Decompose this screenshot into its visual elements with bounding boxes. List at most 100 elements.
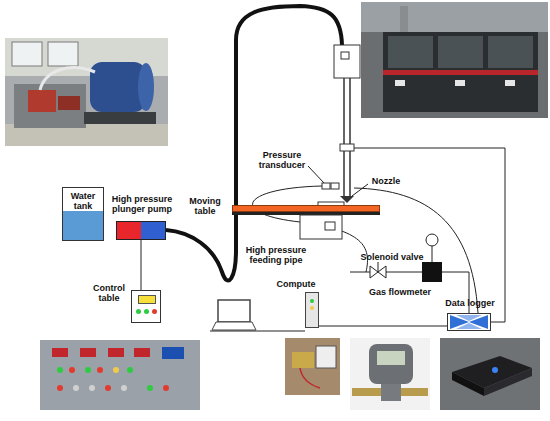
data-logger: Data logger	[447, 313, 491, 331]
column-head	[334, 45, 360, 78]
column-rod	[343, 78, 345, 196]
meter-body	[381, 383, 401, 401]
photo-background	[361, 2, 548, 118]
enclosure	[383, 32, 538, 112]
logger-photo	[440, 338, 540, 410]
photo-ceiling	[361, 2, 548, 32]
glass-panel	[488, 36, 533, 68]
display	[134, 348, 150, 357]
table-motor	[325, 222, 335, 230]
moving-table-base	[232, 202, 380, 239]
table-drive	[300, 215, 342, 239]
motor-end	[138, 63, 154, 111]
moving-table: Moving table	[232, 205, 380, 212]
logger-box	[484, 368, 532, 396]
node-label: Gas flowmeter	[355, 287, 445, 297]
pump-body	[58, 96, 80, 110]
column-rod	[349, 78, 351, 196]
logger-light	[492, 367, 498, 373]
sticker	[505, 80, 515, 86]
photo-window	[48, 42, 78, 66]
button	[73, 385, 79, 391]
laptop	[210, 300, 305, 331]
pump-body	[28, 90, 56, 112]
photo-background	[440, 338, 540, 410]
connector-line	[141, 240, 142, 290]
photo-background	[285, 338, 340, 395]
valve-body	[292, 352, 314, 368]
relay-box	[316, 346, 336, 368]
photo-background	[350, 338, 430, 410]
computer-tower: Compute	[305, 292, 319, 328]
photo-background	[40, 340, 200, 410]
lamp	[57, 367, 63, 373]
photo-window	[12, 42, 42, 66]
pressure-gauge	[426, 234, 438, 246]
display	[80, 348, 96, 357]
leader-line	[352, 184, 368, 196]
sensor-label: Pressure transducer	[252, 150, 312, 170]
enclosure-photo	[361, 2, 548, 118]
transducer-block	[340, 144, 354, 151]
meter-head	[369, 344, 413, 384]
leader-line	[308, 166, 324, 183]
signal-wire	[354, 148, 505, 322]
node-label: Compute	[266, 279, 326, 289]
display	[162, 347, 184, 359]
button	[121, 385, 127, 391]
laptop-screen	[218, 300, 250, 322]
feeding-pipe	[166, 6, 342, 281]
lamp	[69, 367, 75, 373]
transducer-block	[331, 183, 339, 189]
lamp	[97, 367, 103, 373]
panel-button	[136, 309, 141, 314]
power-light	[310, 299, 314, 303]
flowmeter-photo	[350, 338, 430, 410]
hose	[40, 68, 95, 90]
sticker	[455, 80, 465, 86]
glass-panel	[438, 36, 483, 68]
water-tank: Water tank	[62, 187, 104, 241]
laptop-base	[212, 322, 256, 330]
panel-button	[152, 309, 157, 314]
node-label: Moving table	[183, 196, 227, 216]
button	[57, 385, 63, 391]
power-light	[310, 306, 314, 310]
solenoid-photo	[285, 338, 340, 395]
gas-line	[350, 272, 370, 273]
gas-line	[386, 272, 422, 273]
logger-wing	[456, 323, 482, 329]
nozzle-label: Nozzle	[366, 176, 406, 186]
photo-background	[5, 38, 168, 146]
node-label: High pressure plunger pump	[107, 194, 177, 214]
control-table: Control table	[131, 290, 161, 323]
wire	[300, 368, 320, 388]
lamp	[85, 367, 91, 373]
control-panel-photo	[40, 340, 200, 410]
panel-button	[144, 309, 149, 314]
pump-frame	[14, 84, 86, 128]
red-band	[383, 70, 538, 75]
button	[163, 385, 169, 391]
motor-base	[84, 112, 156, 124]
button	[105, 385, 111, 391]
cable	[210, 331, 305, 332]
valve-label: Solenoid valve	[356, 252, 428, 262]
node-label: Control table	[88, 283, 130, 303]
transducer-block	[322, 183, 330, 189]
gas-flowmeter: Gas flowmeter	[422, 262, 442, 282]
button	[147, 385, 153, 391]
motor	[90, 62, 146, 112]
node-label: Data logger	[425, 298, 515, 308]
connector-line	[319, 326, 447, 327]
button	[89, 385, 95, 391]
nozzle-column	[322, 45, 360, 203]
plunger-pump: High pressure plunger pump	[116, 221, 166, 240]
sticker	[395, 80, 405, 86]
meter-screen	[377, 351, 405, 365]
gauge-stem	[432, 246, 433, 262]
lamp	[113, 367, 119, 373]
column-detail	[341, 52, 349, 59]
